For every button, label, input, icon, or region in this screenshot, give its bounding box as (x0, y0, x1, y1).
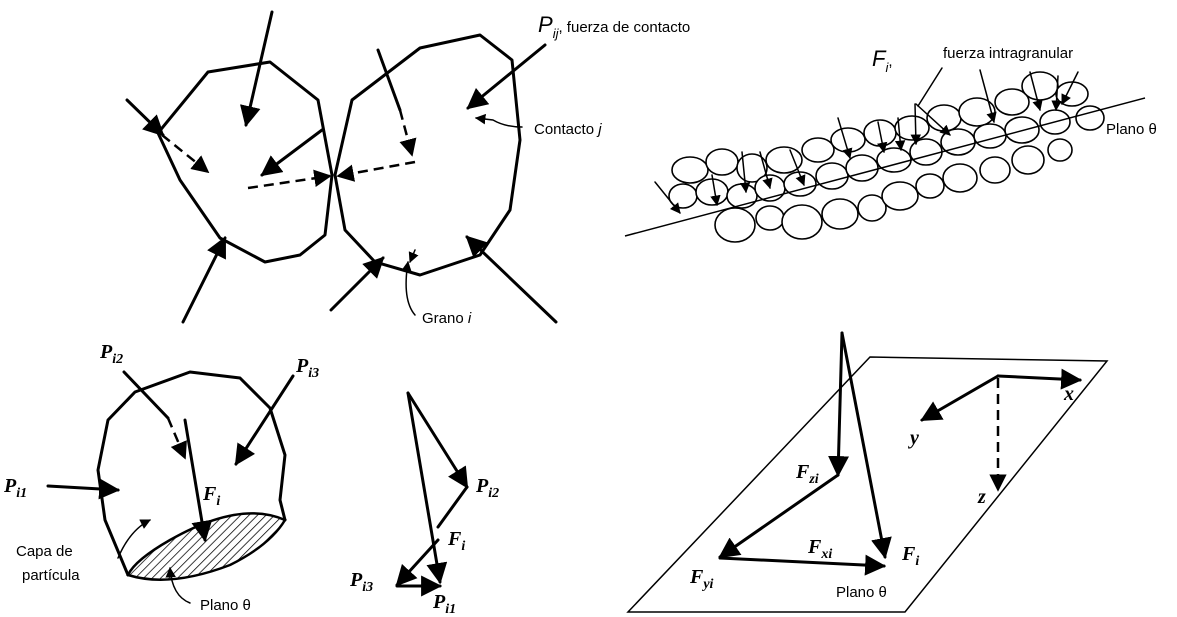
layer-leader (117, 519, 151, 559)
label-fi: Fi (202, 483, 220, 509)
axis-y (920, 374, 1000, 422)
polygon-label-fi: Fi (447, 528, 465, 554)
dashed-force-path (161, 134, 210, 174)
axis-x-label: x (1063, 383, 1074, 405)
axis-x (996, 368, 1083, 390)
grain-right-outline (333, 33, 522, 277)
bottom-right-plane-panel: x y z Fzi Fxi Fyi Fi Plano θ (626, 331, 1109, 613)
label-fyi: Fyi (689, 566, 714, 592)
force-arrow (376, 48, 402, 112)
force-arrow (125, 98, 165, 137)
grain-i-label: Grano i (422, 310, 472, 327)
grain-left-outline (156, 60, 334, 264)
label-pi1: Pi1 (3, 475, 27, 501)
label-pi3: Pi3 (295, 355, 319, 381)
force-arrow (465, 235, 558, 324)
force-arrow (240, 10, 274, 128)
polygon-pi3 (395, 538, 440, 587)
force-arrow (260, 128, 324, 177)
intragranular-leader (917, 67, 943, 107)
force-arrow-pi1 (46, 478, 121, 500)
bottom-left-particle-panel: Pi2 Pi3 Pi1 Fi Capa de partícula Plano θ (3, 341, 319, 614)
force-arrow-pij (466, 43, 547, 110)
grain-leader (401, 260, 416, 316)
contact-leader (474, 113, 523, 128)
plane-theta-bottom-left-label: Plano θ (200, 597, 251, 614)
force-arrow-pi3 (234, 374, 295, 466)
force-component-link (718, 473, 840, 559)
plane-leader (165, 566, 191, 604)
force-vector-fi (840, 331, 892, 560)
label-fzi: Fzi (795, 461, 819, 487)
plane-theta-line (624, 97, 1146, 237)
force-vector-fzi (828, 331, 850, 478)
force-polygon-panel: Pi2 Fi Pi3 Pi1 (349, 391, 499, 617)
pebble-layer (668, 71, 1105, 243)
dashed-force-path (336, 160, 416, 182)
polygon-label-pi1: Pi1 (432, 591, 456, 617)
force-arrow-fi (183, 418, 213, 543)
contact-force-label: Pij, fuerza de contacto (538, 12, 690, 41)
dashed-force-path (247, 169, 332, 190)
top-right-granular-layer-panel: Fi, fuerza intragranular Plano θ (624, 45, 1157, 243)
layer-label-line2: partícula (22, 567, 80, 584)
top-left-grains-panel: Pij, fuerza de contacto Contacto j Grano… (125, 10, 690, 327)
plane-theta-top-label: Plano θ (1106, 121, 1157, 138)
force-arrow (181, 236, 227, 324)
layer-label-line1: Capa de (16, 543, 73, 560)
contact-j-label: Contacto j (534, 121, 602, 138)
intragranular-force-label: Fi, (872, 46, 893, 75)
label-fxi: Fxi (807, 536, 832, 562)
intragranular-force-arrows (654, 69, 1079, 214)
dashed-force-path (398, 109, 417, 157)
axis-z-label: z (977, 486, 986, 508)
polygon-fi (406, 391, 448, 585)
plane-parallelogram (626, 356, 1109, 613)
polygon-label-pi3: Pi3 (349, 569, 373, 595)
force-arrow-pi2 (122, 370, 170, 420)
axis-y-label: y (908, 427, 919, 449)
force-arrow (329, 256, 385, 312)
dashed-force-path (408, 249, 419, 263)
intragranular-text: fuerza intragranular (943, 45, 1073, 62)
polygon-link (436, 485, 469, 529)
polygon-label-pi2: Pi2 (475, 475, 499, 501)
label-fi-right: Fi (901, 543, 919, 569)
label-pi2: Pi2 (99, 341, 123, 367)
particle-cut-face (126, 512, 287, 581)
plane-theta-bottom-right-label: Plano θ (836, 584, 887, 601)
polygon-pi2 (406, 391, 469, 489)
force-vector-fxi (718, 554, 887, 576)
dashed-force-pi2 (166, 417, 187, 460)
